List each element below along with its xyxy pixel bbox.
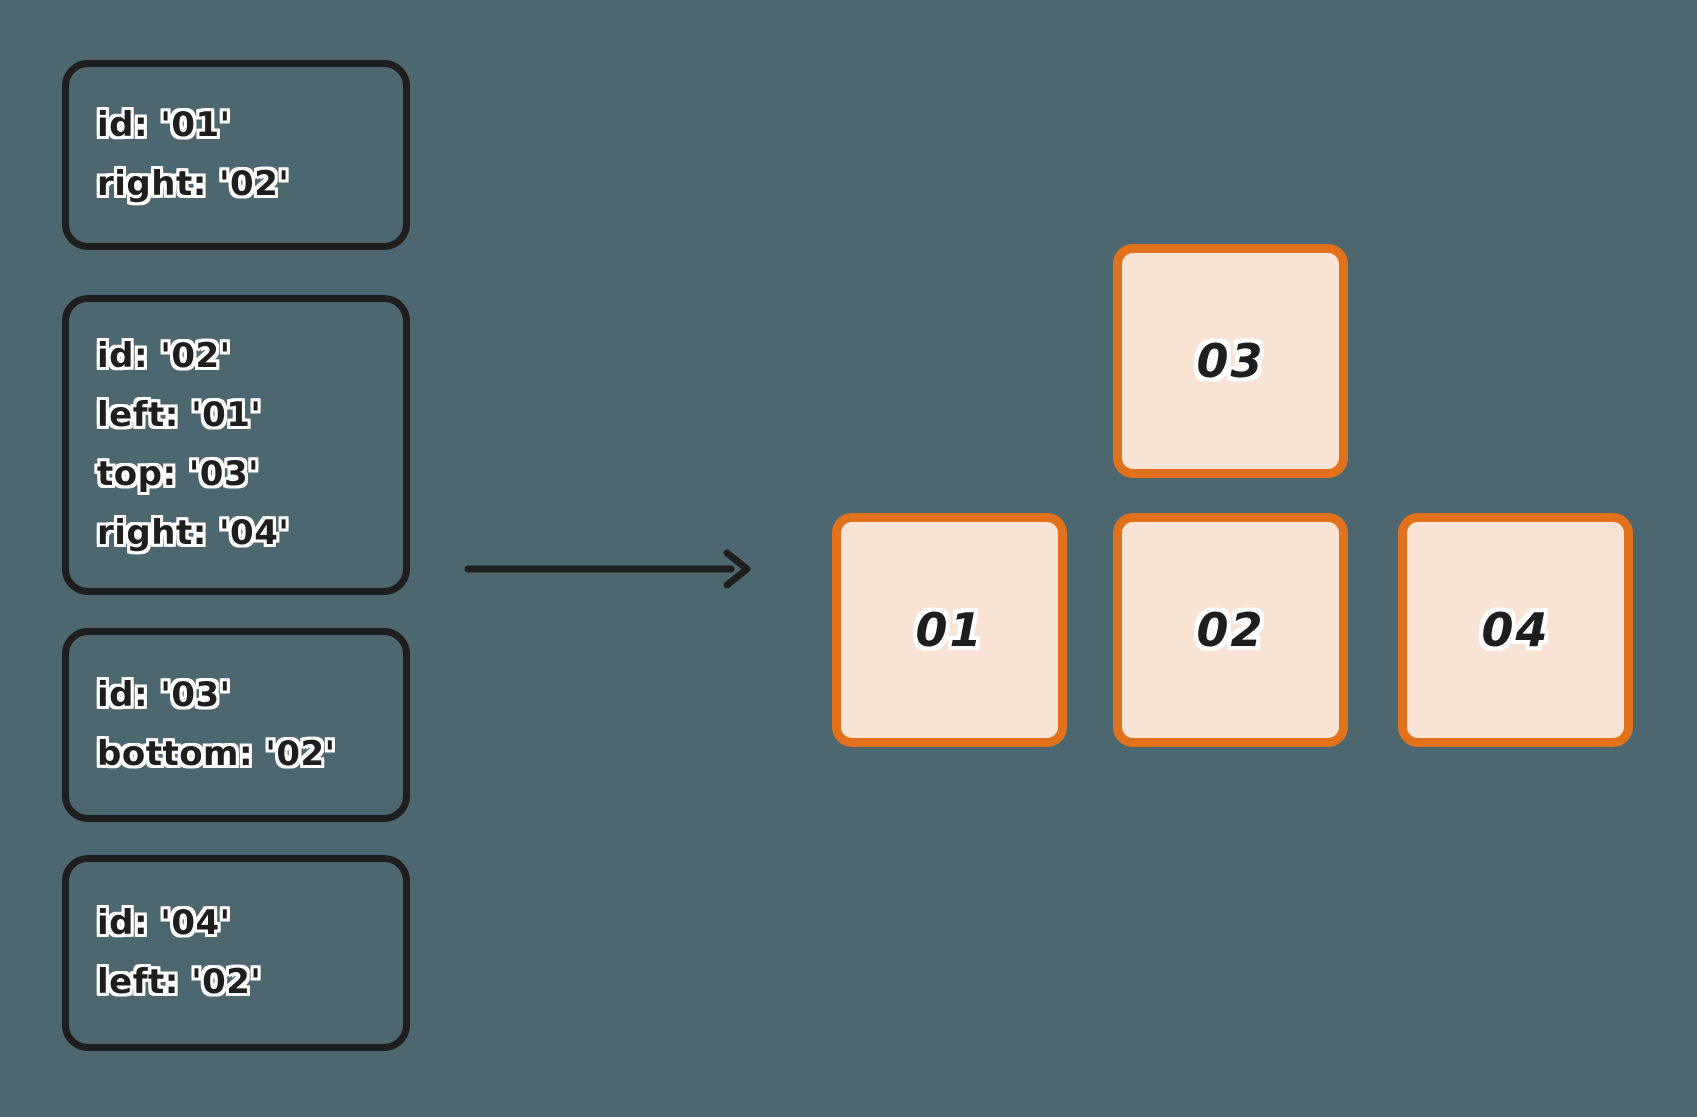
spec-box-node-03: id: '03' bottom: '02': [62, 628, 410, 822]
spec-line: right: '04': [97, 513, 290, 553]
spec-line: id: '04': [97, 903, 231, 943]
spec-line: left: '01': [97, 395, 262, 435]
layout-node-03: 03: [1113, 244, 1348, 478]
spec-line: id: '01': [97, 105, 231, 145]
spec-line: right: '02': [97, 164, 290, 204]
node-label: 01: [915, 603, 984, 657]
spec-line: id: '02': [97, 336, 231, 376]
spec-line: bottom: '02': [97, 734, 336, 774]
spec-box-node-02: id: '02' left: '01' top: '03' right: '04…: [62, 295, 410, 595]
layout-node-02: 02: [1113, 513, 1348, 747]
layout-node-04: 04: [1398, 513, 1633, 747]
node-label: 02: [1196, 603, 1265, 657]
arrow-right-icon: [464, 549, 751, 589]
spec-line: top: '03': [97, 454, 260, 494]
spec-box-node-01: id: '01' right: '02': [62, 60, 410, 250]
node-label: 04: [1481, 603, 1550, 657]
node-label: 03: [1196, 334, 1265, 388]
layout-node-01: 01: [832, 513, 1067, 747]
spec-line: left: '02': [97, 962, 262, 1002]
spec-line: id: '03': [97, 675, 231, 715]
spec-box-node-04: id: '04' left: '02': [62, 855, 410, 1051]
